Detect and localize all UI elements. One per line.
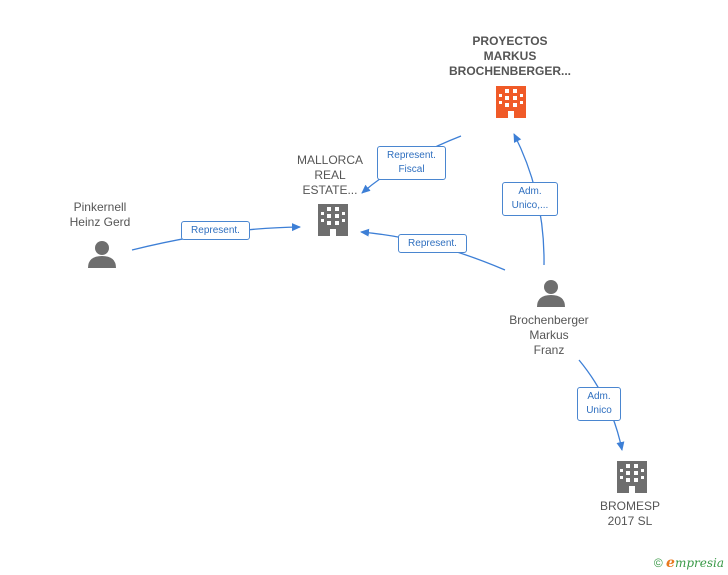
edge-label-adm-unico-2: Adm. Unico — [577, 387, 621, 421]
edge-label-adm-unico-1: Adm. Unico,... — [502, 182, 558, 216]
node-label-mallorca[interactable]: MALLORCA REAL ESTATE... — [296, 153, 364, 197]
brand-logo-text: mpresia — [674, 556, 724, 570]
node-label-bromesp[interactable]: BROMESP 2017 SL — [599, 499, 660, 528]
copyright-symbol: © — [653, 556, 663, 570]
edge-label-represent-1: Represent. — [181, 221, 250, 240]
building-icon-proyectos[interactable] — [496, 86, 526, 118]
edge-label-represent-fiscal: Represent. Fiscal — [377, 146, 446, 180]
copyright-brand: © empresia — [654, 555, 724, 571]
edge-label-represent-2: Represent. — [398, 234, 467, 253]
brand-logo-e: e — [666, 555, 675, 571]
building-icon-bromesp[interactable] — [617, 461, 647, 493]
node-label-proyectos[interactable]: PROYECTOS MARKUS BROCHENBERGER... — [448, 34, 571, 78]
node-label-pinkernell[interactable]: Pinkernell Heinz Gerd — [69, 200, 131, 229]
person-icon-pinkernell[interactable] — [88, 241, 116, 268]
person-icon-brochenberger[interactable] — [537, 280, 565, 307]
node-label-brochenberger[interactable]: Brochenberger Markus Franz — [509, 313, 589, 357]
building-icon-mallorca[interactable] — [318, 204, 348, 236]
